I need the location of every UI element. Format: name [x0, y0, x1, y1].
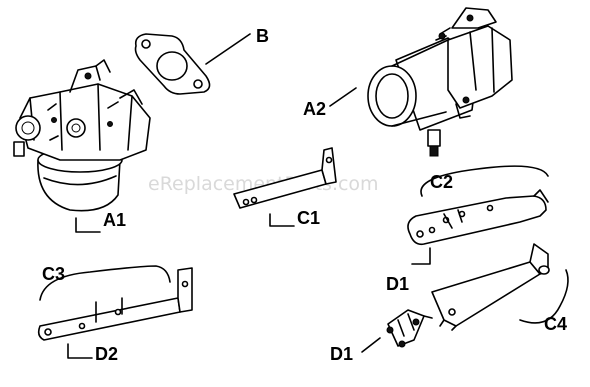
label-a1: A1: [103, 210, 126, 230]
part-d1-clip: D1: [330, 309, 433, 364]
label-c3: C3: [42, 264, 65, 284]
label-b: B: [256, 26, 269, 46]
part-a2-carburetor: A2: [303, 7, 513, 157]
part-c3-bracket: C3 D2: [37, 264, 193, 364]
label-d1-upper: D1: [386, 274, 409, 294]
label-a2: A2: [303, 99, 326, 119]
label-d2: D2: [95, 344, 118, 364]
label-c4: C4: [544, 314, 567, 334]
label-d1-lower: D1: [330, 344, 353, 364]
part-c2-bracket: C2 D1: [386, 165, 549, 294]
label-c1: C1: [297, 208, 320, 228]
part-c1-bracket: C1: [233, 147, 337, 228]
part-c4-bracket: C4: [431, 243, 569, 334]
label-c2: C2: [430, 172, 453, 192]
part-b-gasket: B: [134, 26, 269, 95]
part-a1-carburetor: A1: [13, 59, 151, 233]
